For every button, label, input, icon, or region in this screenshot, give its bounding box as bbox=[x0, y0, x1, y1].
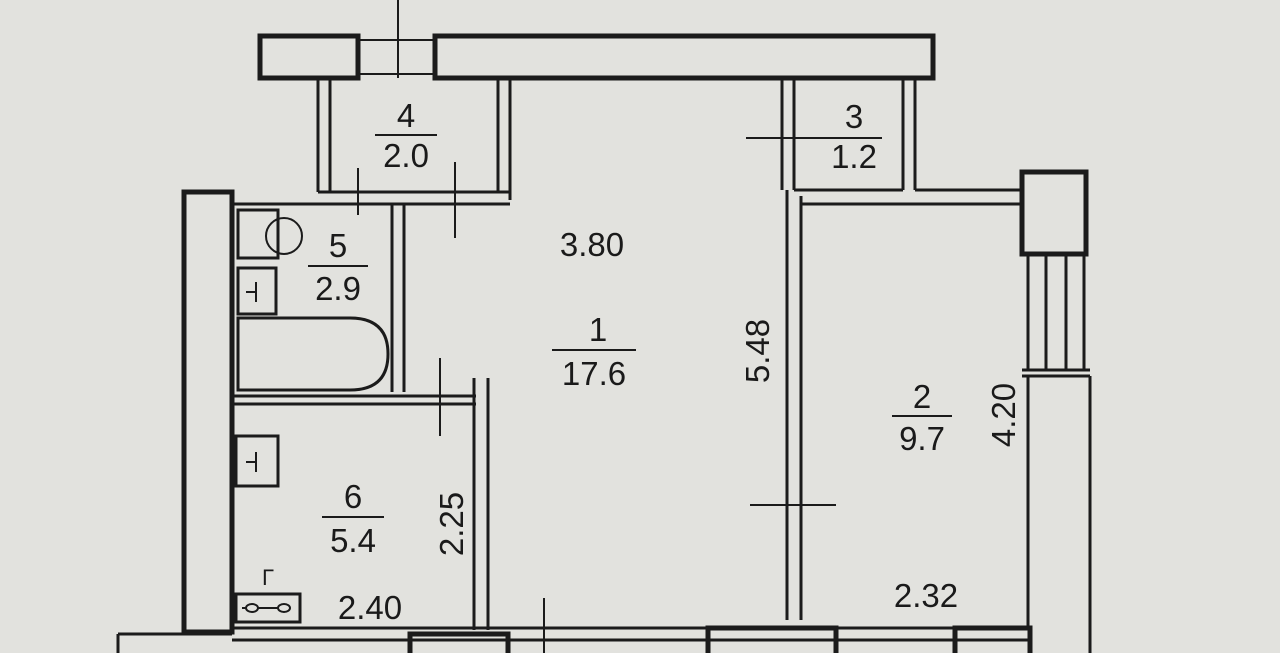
top-balcony-wall bbox=[257, 0, 936, 81]
room-5-area: 2.9 bbox=[315, 270, 361, 307]
room-3-walls bbox=[746, 78, 917, 192]
room-4-area: 2.0 bbox=[383, 137, 429, 174]
room-1-room-2-partition bbox=[750, 190, 836, 620]
room-2-number: 2 bbox=[913, 378, 931, 415]
room-1-area: 17.6 bbox=[562, 355, 626, 392]
room-4-number: 4 bbox=[397, 97, 415, 134]
room-6-kitchen bbox=[234, 378, 490, 630]
room-2-width-dimension: 2.32 bbox=[894, 577, 958, 614]
room-2-area: 9.7 bbox=[899, 420, 945, 457]
room-4-label: 4 2.0 bbox=[375, 97, 437, 174]
room-3-label: 3 1.2 bbox=[831, 98, 877, 175]
room-6-area: 5.4 bbox=[330, 522, 376, 559]
room-1-length-dimension: 5.48 bbox=[739, 319, 776, 383]
room-4-walls bbox=[316, 78, 512, 238]
room-5-label: 5 2.9 bbox=[308, 227, 368, 307]
room-1-label: 3.80 1 17.6 5.48 bbox=[552, 226, 776, 392]
stove-label: Г bbox=[262, 565, 274, 590]
room-2-walls bbox=[801, 169, 1092, 653]
room-6-width-dimension: 2.40 bbox=[338, 589, 402, 626]
room-6-length-dimension: 2.25 bbox=[433, 492, 470, 556]
room-5-bathroom bbox=[232, 202, 476, 436]
room-5-number: 5 bbox=[329, 227, 347, 264]
room-3-number: 3 bbox=[845, 98, 863, 135]
room-3-area: 1.2 bbox=[831, 138, 877, 175]
left-exterior-wall bbox=[116, 189, 235, 653]
room-2-label: 2 9.7 4.20 2.32 bbox=[892, 378, 1022, 614]
room-6-label: 6 5.4 2.25 2.40 Г bbox=[262, 478, 470, 626]
room-1-number: 1 bbox=[589, 311, 607, 348]
room-1-width-dimension: 3.80 bbox=[560, 226, 624, 263]
bottom-wall bbox=[232, 598, 1033, 653]
room-2-length-dimension: 4.20 bbox=[985, 383, 1022, 447]
room-6-number: 6 bbox=[344, 478, 362, 515]
